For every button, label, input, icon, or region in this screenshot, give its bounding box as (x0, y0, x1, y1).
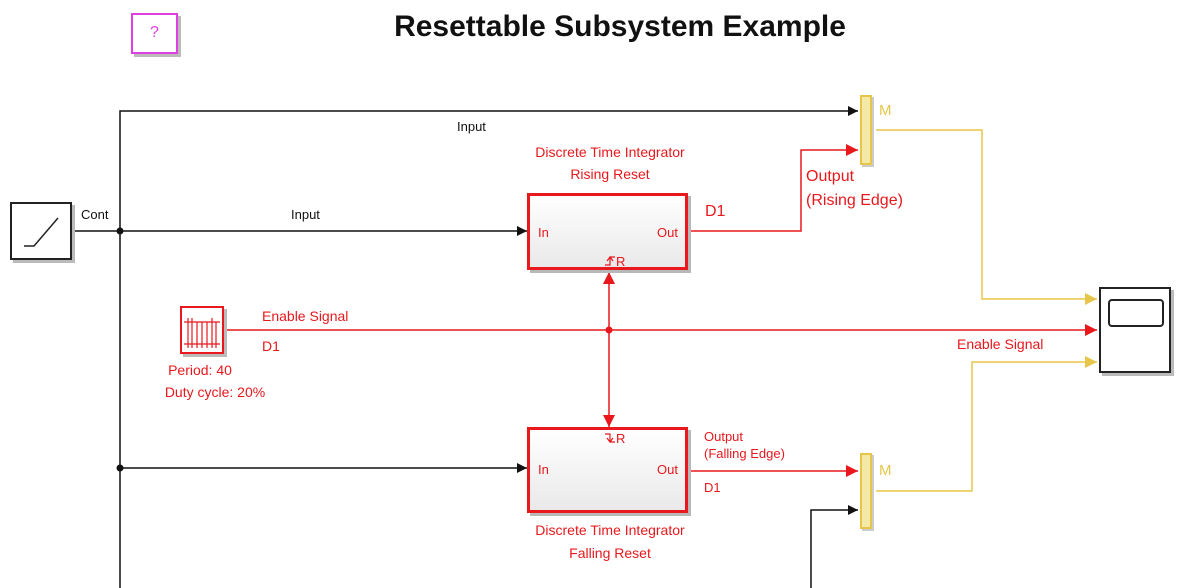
mux-output-lines (876, 129, 1097, 492)
ramp-block[interactable] (10, 202, 72, 260)
rising-subsystem-title-2: Rising Reset (570, 166, 650, 182)
rising-subsystem-title-1: Discrete Time Integrator (535, 144, 685, 160)
scope-screen-icon (1108, 299, 1164, 327)
falling-output-label-2: (Falling Edge) (704, 446, 785, 461)
falling-output-label-1: Output (704, 429, 744, 444)
rising-reset-port: R (604, 254, 625, 269)
branch-points-black (116, 227, 124, 472)
rising-in-port: In (538, 225, 549, 240)
rising-edge-icon (605, 256, 615, 266)
mux-bottom-label: M (879, 462, 892, 479)
input-signal-lines (75, 106, 858, 588)
falling-subsystem-title-1: Discrete Time Integrator (535, 522, 685, 538)
falling-subsystem-title-2: Falling Reset (569, 545, 651, 561)
mux-bottom-block[interactable] (860, 453, 872, 529)
pulse-period-label: Period: 40 (168, 362, 232, 378)
scope-block[interactable] (1099, 287, 1171, 373)
enable-signal-lines (224, 144, 1097, 477)
rising-output-label-2: (Rising Edge) (806, 192, 903, 209)
mux-top-label: M (879, 102, 892, 119)
rising-output-line (688, 144, 858, 232)
rising-rate-label: D1 (705, 203, 726, 220)
input-signal-label-top: Input (457, 119, 486, 134)
enable-signal-label: Enable Signal (262, 308, 349, 324)
pulse-rate-label: D1 (262, 338, 280, 354)
mux-top-block[interactable] (860, 95, 872, 165)
mux-bottom-to-scope (876, 356, 1097, 492)
falling-in-port: In (538, 462, 549, 477)
input-line-to-mux-top (119, 106, 858, 588)
pulse-duty-cycle-label: Duty cycle: 20% (164, 384, 266, 400)
rising-output-label-1: Output (806, 168, 855, 185)
falling-edge-icon (605, 433, 615, 443)
pulse-icon (184, 318, 220, 348)
input-signal-label-mid: Input (291, 207, 320, 222)
rising-out-port: Out (657, 225, 678, 240)
input-line-to-mux-bottom (810, 505, 858, 588)
page-title: Resettable Subsystem Example (394, 10, 846, 43)
falling-reset-port: R (604, 431, 625, 446)
ramp-icon (24, 217, 59, 247)
rising-reset-subsystem[interactable]: In Out R (527, 193, 688, 270)
falling-rate-label: D1 (704, 480, 721, 495)
mux-top-to-scope (876, 129, 1097, 305)
falling-reset-subsystem[interactable]: R In Out (527, 427, 688, 513)
falling-out-port: Out (657, 462, 678, 477)
branch-point-enable (605, 326, 613, 334)
enable-signal-scope-label: Enable Signal (957, 336, 1044, 352)
ramp-rate-label: Cont (81, 207, 109, 222)
pulse-generator-block[interactable] (180, 306, 224, 354)
help-button[interactable]: ? (131, 13, 178, 54)
